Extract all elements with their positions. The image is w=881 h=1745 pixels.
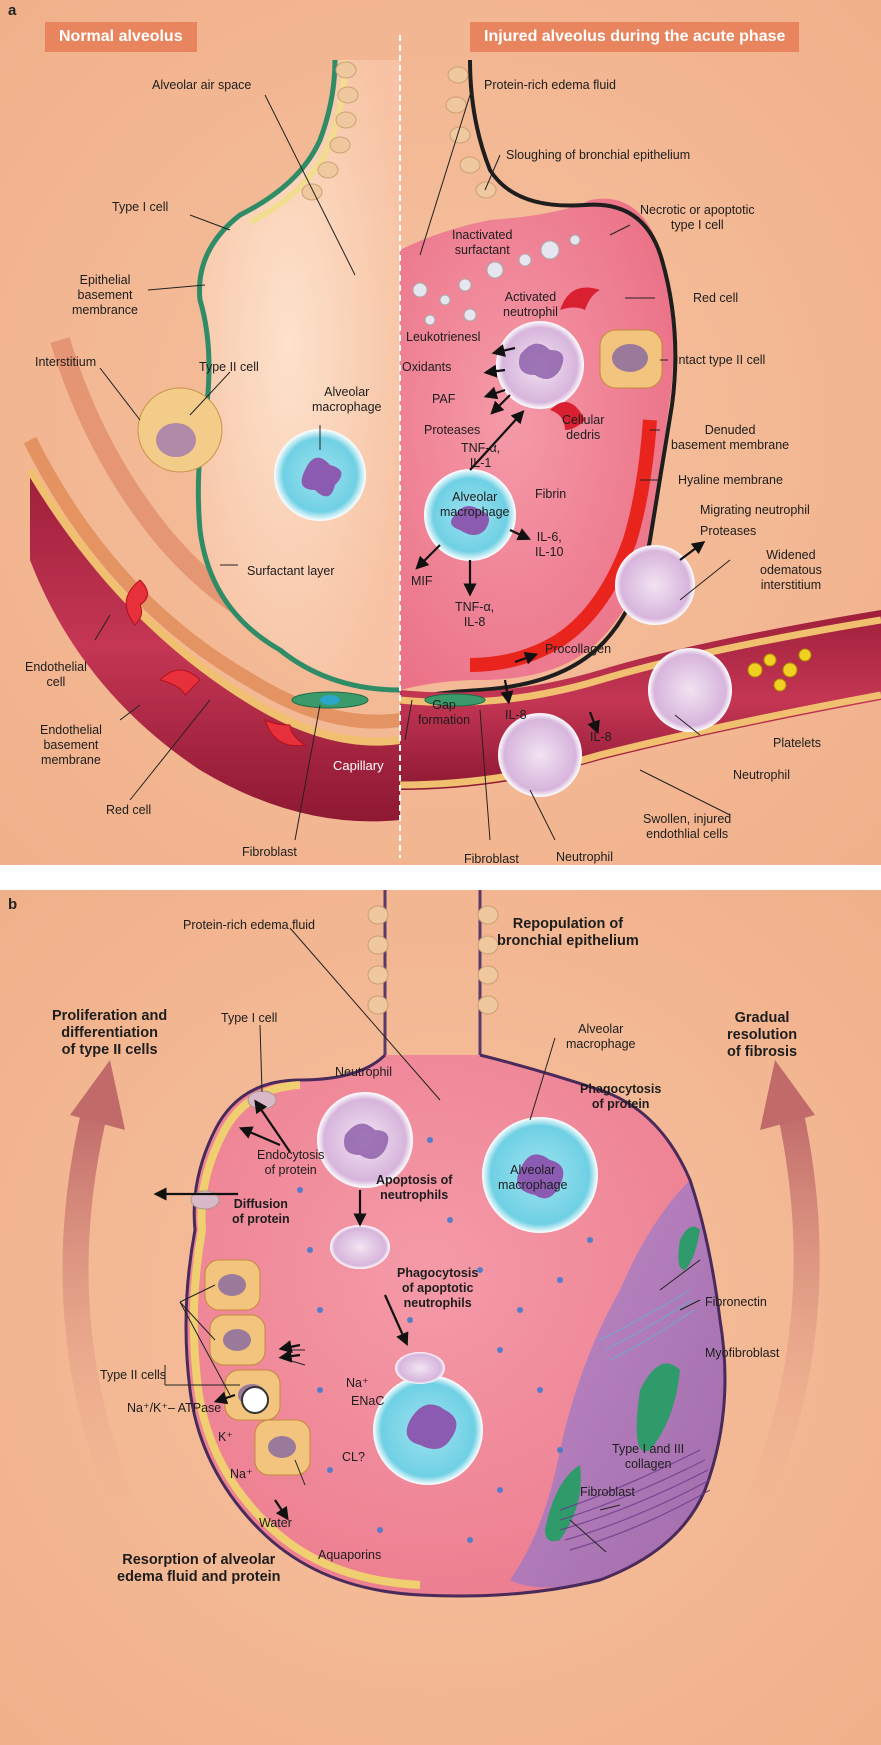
label-paf: PAF [432, 392, 455, 407]
label-b-gradual-resolution: Gradual resolution of fibrosis [727, 1010, 797, 1061]
label-b-fibroblast: Fibroblast [580, 1485, 635, 1500]
label-denuded-bm: Denuded basement membrane [671, 423, 789, 453]
label-b-na-plus: Na⁺ [346, 1376, 369, 1391]
label-mif: MIF [411, 574, 433, 589]
neutrophil-vessel-b [498, 713, 582, 797]
label-protein-edema: Protein-rich edema fluid [484, 78, 616, 93]
label-alv-macrophage-right: Alveolar macrophage [440, 490, 510, 520]
apoptotic-neutrophil [330, 1225, 390, 1269]
panel-a-letter: a [8, 2, 16, 19]
label-type-i-cell-left: Type I cell [112, 200, 168, 215]
panel-b-letter: b [8, 896, 17, 913]
label-red-cell-left: Red cell [106, 803, 151, 818]
label-b-phagocytosis-protein: Phagocytosis of protein [580, 1082, 661, 1112]
right-curved-arrow-head [760, 1060, 815, 1130]
left-curved-arrow [75, 1110, 140, 1540]
label-tnf-il8: TNF-α, IL-8 [455, 600, 494, 630]
label-il8-a: IL-8 [505, 708, 527, 723]
label-b-neutrophil: Neutrophil [335, 1065, 392, 1080]
label-b-fibronectin: Fibronectin [705, 1295, 767, 1310]
label-fibroblast-right: Fibroblast [464, 852, 519, 865]
label-neutrophil-right: Neutrophil [733, 768, 790, 783]
label-inactivated-surfactant: Inactivated surfactant [452, 228, 512, 258]
label-b-myofibroblast: Myofibroblast [705, 1346, 779, 1361]
label-platelets: Platelets [773, 736, 821, 751]
label-neutrophil-bottom: Neutrophil [556, 850, 613, 865]
label-capillary: Capillary [333, 758, 384, 773]
label-surfactant-layer: Surfactant layer [247, 564, 335, 579]
label-intact-type-ii: Intact type II cell [675, 353, 765, 368]
bronchus-tube [385, 890, 480, 1055]
left-curved-arrow-head [70, 1060, 125, 1130]
label-necrotic: Necrotic or apoptotic type I cell [640, 203, 755, 233]
label-alveolar-air-space: Alveolar air space [152, 78, 251, 93]
label-b-endocytosis: Endocytosis of protein [257, 1148, 324, 1178]
label-b-k-plus: K⁺ [218, 1430, 233, 1445]
label-fibroblast-left: Fibroblast [242, 845, 297, 860]
label-cellular-debris: Cellular dedris [562, 413, 604, 443]
label-b-collagen: Type I and III collagen [612, 1442, 684, 1472]
label-alveolar-macrophage-left: Alveolar macrophage [312, 385, 382, 415]
label-b-alv-macrophage-inner: Alveolar macrophage [498, 1163, 568, 1193]
label-red-cell-right: Red cell [693, 291, 738, 306]
label-b-cl: CL? [342, 1450, 365, 1465]
label-b-resorption: Resorption of alveolar edema fluid and p… [117, 1552, 281, 1586]
label-b-proliferation: Proliferation and differentiation of typ… [52, 1008, 167, 1059]
intact-type-ii-cell-right [600, 330, 662, 388]
label-swollen: Swollen, injured endothlial cells [643, 812, 731, 842]
label-oxidants: Oxidants [402, 360, 451, 375]
label-proteases-right: Proteases [700, 524, 756, 539]
label-b-phagocytosis-apoptotic: Phagocytosis of apoptotic neutrophils [397, 1266, 478, 1311]
normal-alveolus-airspace [198, 60, 400, 690]
label-epithelial-bm: Epithelial basement membrance [72, 273, 138, 318]
label-activated-neutrophil: Activated neutrophil [503, 290, 558, 320]
label-fibrin: Fibrin [535, 487, 566, 502]
label-hyaline: Hyaline membrane [678, 473, 783, 488]
panel-a: a Normal alveolus Injured alveolus durin… [0, 0, 881, 865]
right-curved-arrow [740, 1110, 807, 1540]
label-b-type-i-cell: Type I cell [221, 1011, 277, 1026]
label-b-protein-edema: Protein-rich edema fluid [183, 918, 315, 933]
neutrophil-vessel-a [648, 648, 732, 732]
label-tnf-il1: TNF-α, IL-1 [461, 441, 500, 471]
label-sloughing: Sloughing of bronchial epithelium [506, 148, 690, 163]
label-b-enac: ENaC [351, 1394, 384, 1409]
label-endothelial-bm: Endothelial basement membrane [40, 723, 102, 768]
label-b-na-plus-2: Na⁺ [230, 1467, 253, 1482]
label-proteases: Proteases [424, 423, 480, 438]
label-endothelial-cell: Endothelial cell [25, 660, 87, 690]
na-k-atpase-pump [242, 1387, 268, 1413]
label-b-diffusion: Diffusion of protein [232, 1197, 290, 1227]
normal-alveolus-title: Normal alveolus [45, 22, 197, 52]
label-leukotrienes: Leukotrienesl [406, 330, 480, 345]
panel-b: b Protein-rich edema fluid Repopulation … [0, 890, 881, 1745]
label-migrating-neutrophil: Migrating neutrophil [700, 503, 810, 518]
label-b-na-k-atpase: Na⁺/K⁺– ATPase [127, 1401, 221, 1416]
type-ii-cell-left [138, 388, 222, 472]
label-b-type-ii-cells: Type II cells [100, 1368, 166, 1383]
label-il8-b: IL-8 [590, 730, 612, 745]
label-b-alv-macrophage-top: Alveolar macrophage [566, 1022, 636, 1052]
label-type-ii-cell-left: Type II cell [199, 360, 259, 375]
type-i-cell-b [248, 1091, 276, 1109]
label-b-apoptosis: Apoptosis of neutrophils [376, 1173, 452, 1203]
label-b-water: Water [259, 1516, 292, 1531]
label-gap-formation: Gap formation [418, 698, 470, 728]
label-b-aquaporins: Aquaporins [318, 1548, 381, 1563]
label-b-repopulation: Repopulation of bronchial epithelium [497, 916, 639, 950]
label-interstitium: Interstitium [35, 355, 96, 370]
injured-alveolus-title: Injured alveolus during the acute phase [470, 22, 799, 52]
label-il6-il10: IL-6, IL-10 [535, 530, 564, 560]
label-procollagen: Procollagen [545, 642, 611, 657]
label-widened-interstitium: Widened odematous interstitium [760, 548, 822, 593]
